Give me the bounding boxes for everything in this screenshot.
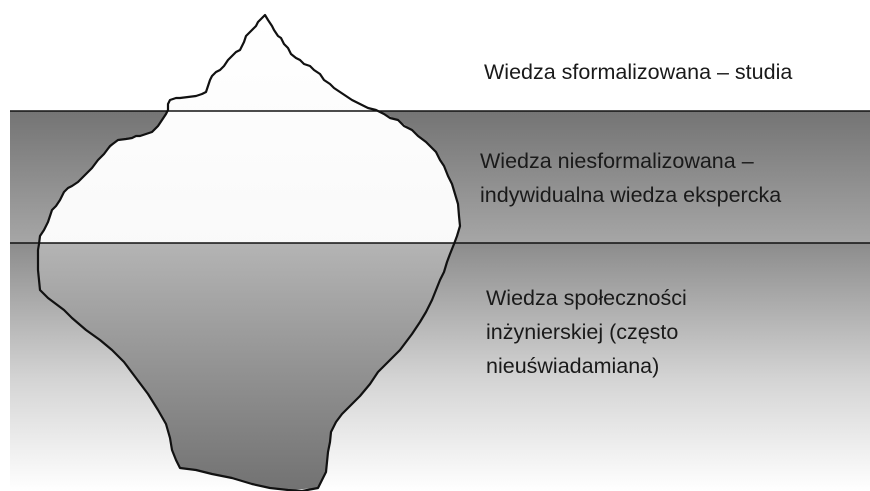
label-community-knowledge: Wiedza społeczności inżynierskiej (częst… <box>486 281 687 383</box>
iceberg-outline <box>36 13 462 491</box>
label-informal-line-2: indywidualna wiedza ekspercka <box>480 183 782 207</box>
label-community-line-1: Wiedza społeczności <box>486 286 687 310</box>
label-informal-line-1: Wiedza niesformalizowana – <box>480 149 754 173</box>
band-top <box>0 0 870 111</box>
iceberg <box>38 15 460 490</box>
label-formal-knowledge: Wiedza sformalizowana – studia <box>484 55 792 89</box>
label-formal-line-1: Wiedza sformalizowana – studia <box>484 60 793 84</box>
label-community-line-2: inżynierskiej (często <box>486 320 679 344</box>
label-community-line-3: nieuświadamiana) <box>486 354 660 378</box>
label-informal-knowledge: Wiedza niesformalizowana – indywidualna … <box>480 144 781 212</box>
